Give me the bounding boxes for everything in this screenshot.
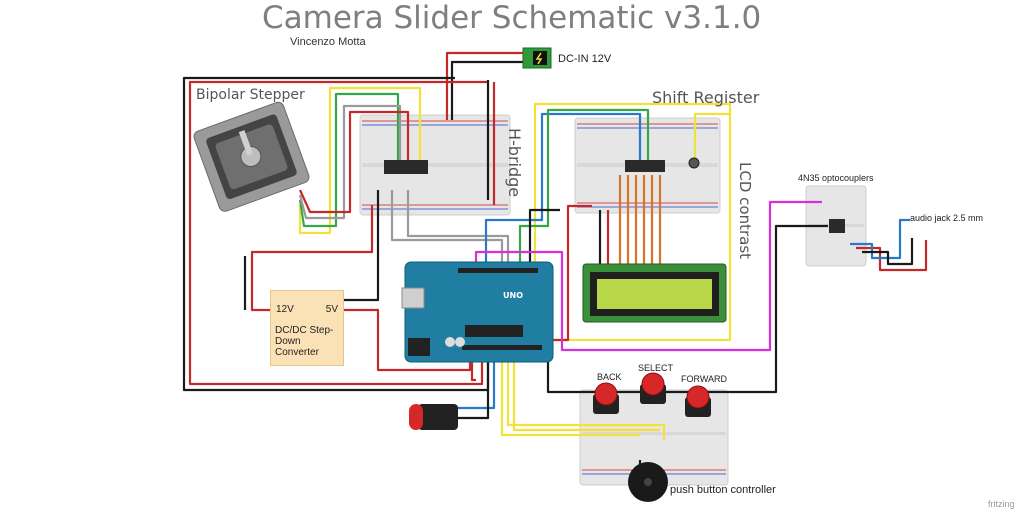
dcdc-name: DC/DC Step-Down Converter [275,325,334,358]
fritzing-watermark: fritzing [988,499,1015,509]
wire-stepper-gray [298,104,402,220]
wire-sr-red [548,204,592,342]
wire-sr-yellow [533,102,732,342]
wire-sr-black [528,208,560,270]
button-forward-label: FORWARD [681,374,727,384]
lcd-contrast-label: LCD contrast [736,162,754,260]
wire-stepper-yellow [298,86,422,235]
shift-register-label: Shift Register [652,88,760,107]
author-name: Vincenzo Motta [290,36,366,48]
controller-label: push button controller [670,484,776,496]
contrast-potentiometer [688,157,700,169]
dcdc-converter: 12V 5V DC/DC Step-Down Converter [270,290,344,366]
wire-btn-blue [458,355,496,410]
optocoupler-chip [829,219,845,233]
wire-sr-green [518,108,650,270]
shift-register-chip [625,160,665,172]
wire-stepper-red [298,110,410,214]
arduino-brand: UNO [503,291,523,300]
dcdc-output-label: 5V [325,304,338,315]
wire-loop-red [188,80,488,386]
audio-jack-label: audio jack 2.5 mm [910,213,984,223]
wire-opto-black [546,224,828,394]
wire-hb-gray [390,190,504,270]
optocouplers-label: 4N35 optocouplers [798,173,874,183]
arduino-board [401,261,554,363]
wire-hb-black-2 [340,190,380,302]
wire-btn-yellow-3 [500,355,640,437]
wire-hb-red-2 [250,205,374,312]
wire-btn-yellow-2 [512,355,660,432]
wire-jack-black [862,238,914,266]
hbridge-chip [384,160,428,174]
red-switch [409,404,458,430]
wire-btn-black [458,355,490,420]
buttons [593,372,711,417]
wire-btn-yellow-1 [506,355,666,440]
diagram-title: Camera Slider Schematic v3.1.0 [262,0,762,36]
dcdc-input-label: 12V [276,304,294,315]
wire-jack-blue [850,218,910,260]
wire-btn-red [470,355,476,382]
button-select-label: SELECT [638,363,674,373]
wire-opto-magenta [474,200,822,352]
wire-dcdc-red [342,308,472,372]
wire-power-red [445,51,528,120]
stepper-label: Bipolar Stepper [196,87,305,103]
wire-power-black [450,60,528,120]
stepper-motor [193,101,310,212]
lcd-display [582,263,727,323]
wire-contrast-yellow [693,112,730,160]
power-jack [522,47,552,69]
power-in-label: DC-IN 12V [558,53,612,65]
wire-sr-blue [484,112,642,270]
button-back-label: BACK [597,372,622,382]
hbridge-label: H-bridge [505,128,524,198]
